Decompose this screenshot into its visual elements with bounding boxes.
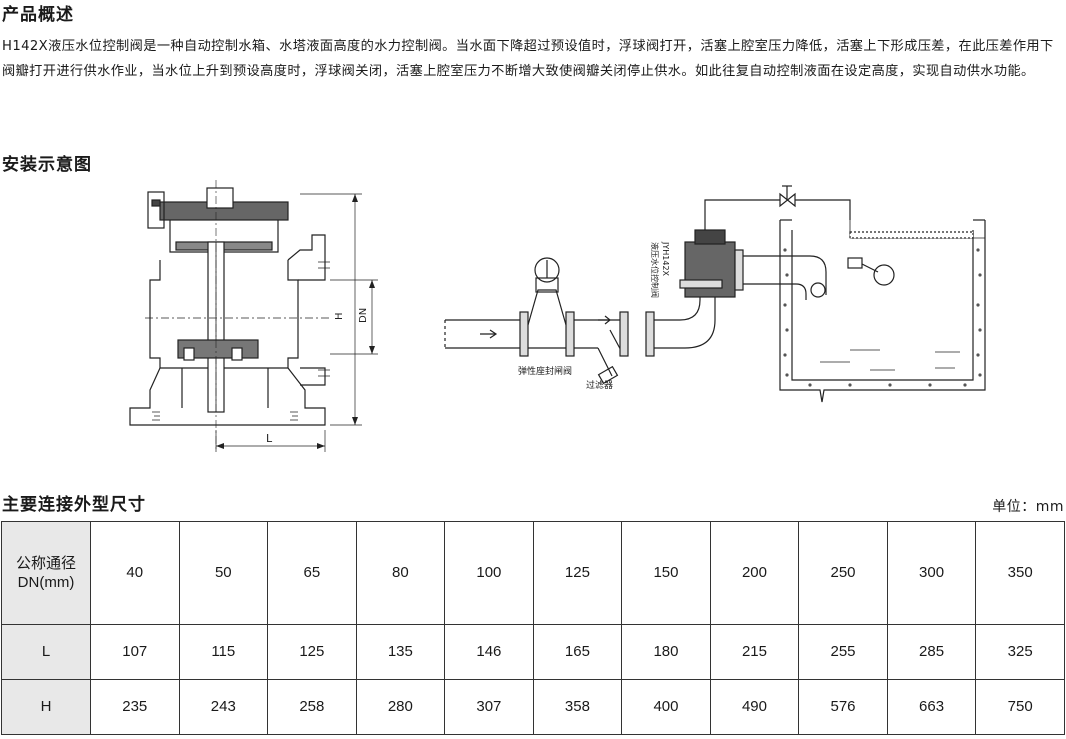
table-cell: 243 <box>178 678 269 736</box>
table-cell: 150 <box>621 521 711 625</box>
table-cell: 250 <box>798 521 888 625</box>
table-cell: 50 <box>178 521 269 625</box>
table-cell: 490 <box>709 678 800 736</box>
table-cell: 285 <box>886 623 977 680</box>
table-cell: 65 <box>267 521 357 625</box>
table-cell: 576 <box>798 678 888 736</box>
filter-label: 过滤器 <box>586 379 613 391</box>
table-cell: 350 <box>975 521 1065 625</box>
install-title: 安装示意图 <box>2 155 92 175</box>
table-cell: 750 <box>975 678 1065 736</box>
table-cell: 358 <box>532 678 623 736</box>
overview-text: H142X液压水位控制阀是一种自动控制水箱、水塔液面高度的水力控制阀。当水面下降… <box>2 39 1054 79</box>
table-cell: 325 <box>975 623 1065 680</box>
tank-wall-texture <box>783 248 982 387</box>
row-header: L <box>1 623 91 680</box>
overview-title: 产品概述 <box>2 5 74 25</box>
table-cell: 100 <box>444 521 534 625</box>
valve-name-label: 液压水位控制阀 <box>650 242 660 298</box>
dim-h-label: H <box>334 312 345 320</box>
unit-label: 单位：mm <box>992 499 1064 515</box>
model-label: JYH142X <box>661 241 670 277</box>
table-cell: 125 <box>267 623 357 680</box>
table-cell: 135 <box>355 623 446 680</box>
table-cell: 235 <box>90 678 180 736</box>
dim-l-label: L <box>266 432 273 445</box>
installation-schematic <box>444 185 986 403</box>
table-cell: 255 <box>798 623 888 680</box>
table-cell: 146 <box>444 623 534 680</box>
table-cell: 663 <box>886 678 977 736</box>
table-cell: 215 <box>709 623 800 680</box>
install-diagram: H DN L 弹性座封闸阀 过滤器 JYH142X 液压水位控制阀 <box>129 180 986 452</box>
table-cell: 400 <box>621 678 711 736</box>
table-cell: 280 <box>355 678 446 736</box>
table-cell: 180 <box>621 623 711 680</box>
dim-dn-label: DN <box>358 308 369 323</box>
table-cell: 300 <box>886 521 977 625</box>
table-cell: 200 <box>709 521 800 625</box>
table-cell: 165 <box>532 623 623 680</box>
table-cell: 80 <box>355 521 446 625</box>
row-header: H <box>1 678 91 736</box>
table-cell: 107 <box>90 623 180 680</box>
table-cell: 307 <box>444 678 534 736</box>
table-cell: 125 <box>532 521 623 625</box>
valve-section-drawing <box>129 180 378 452</box>
table-cell: 258 <box>267 678 357 736</box>
table-cell: 115 <box>178 623 269 680</box>
dimensions-title: 主要连接外型尺寸 <box>2 495 146 515</box>
gate-valve-label: 弹性座封闸阀 <box>518 365 572 377</box>
table-cell: 40 <box>90 521 180 625</box>
